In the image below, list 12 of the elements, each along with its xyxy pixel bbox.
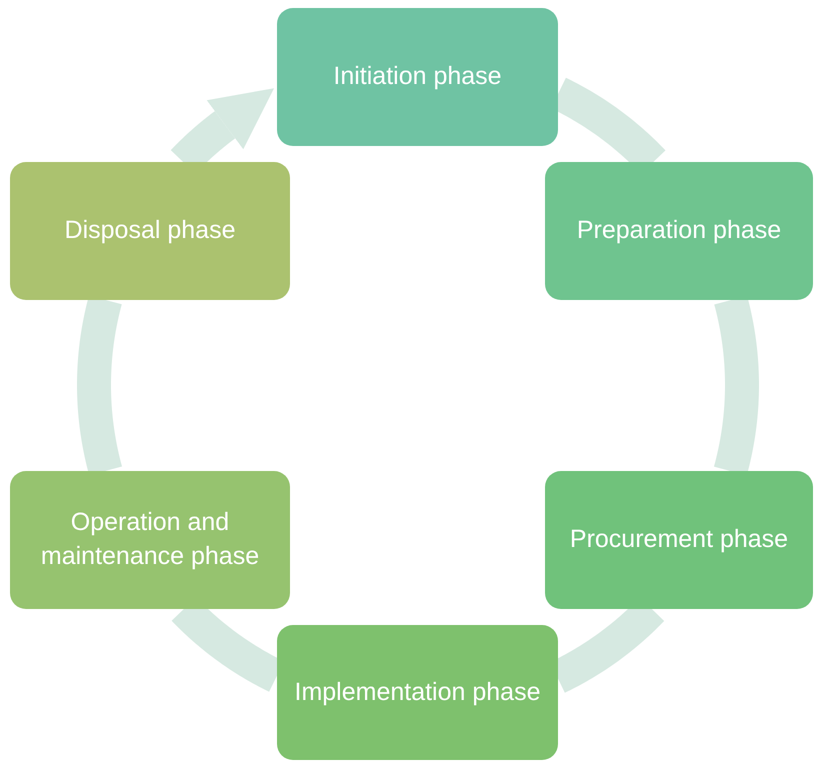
phase-box [277, 625, 558, 760]
phase-box [545, 162, 813, 300]
phase-box [277, 8, 558, 146]
phase-label: Procurement phase [570, 524, 788, 556]
phase-label: Implementation phase [294, 676, 540, 708]
phase-label: Initiation phase [333, 61, 502, 92]
phase-box [10, 471, 290, 609]
phase-box [10, 162, 290, 300]
phase-label: Preparation phase [576, 215, 782, 246]
phase-label: Disposal phase [64, 215, 236, 246]
phase-label: Operation and maintenance phase [40, 507, 260, 572]
phase-box [545, 471, 813, 609]
